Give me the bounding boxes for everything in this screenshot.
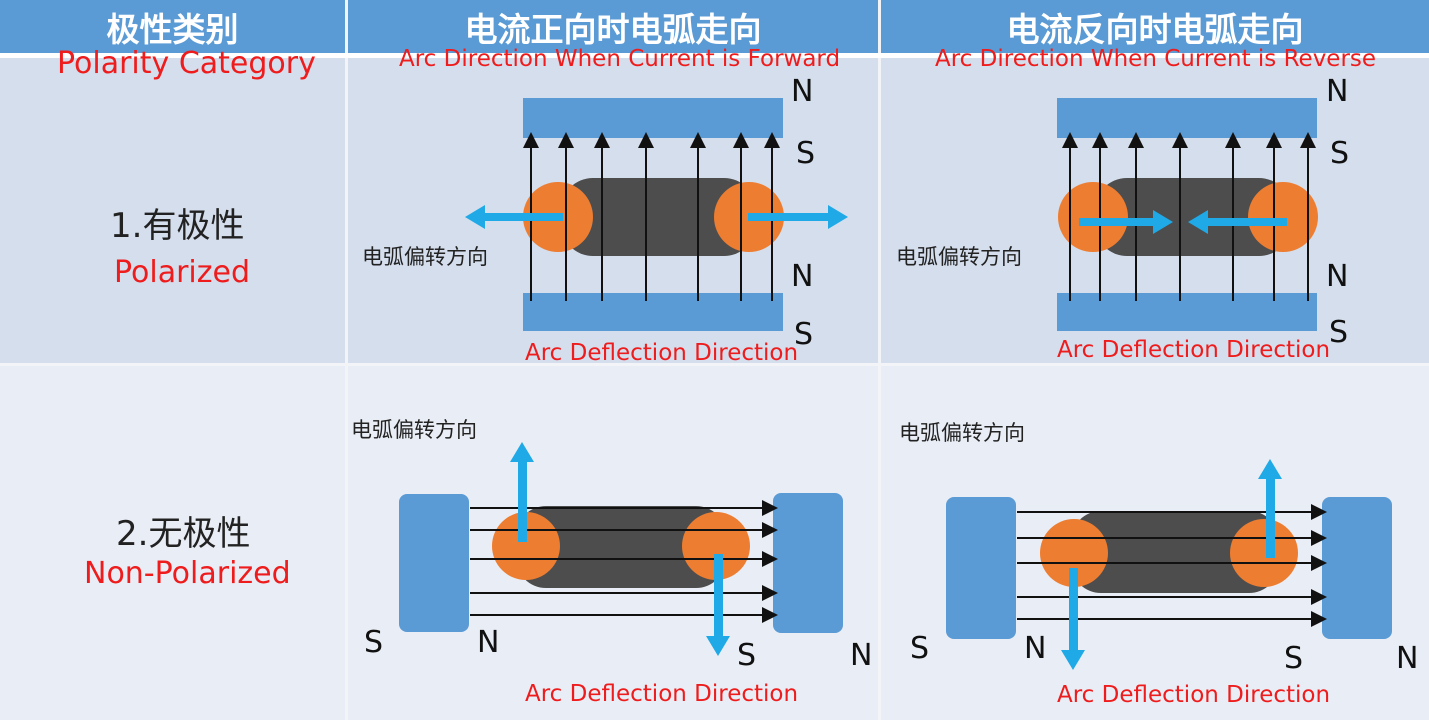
magnet-right-block — [1322, 497, 1392, 639]
deflection-arrow-inward-left — [1188, 210, 1287, 234]
arc-spot-left — [1040, 519, 1108, 587]
header-forward-current: 电流正向时电弧走向 — [348, 0, 878, 53]
arc-body — [1095, 178, 1291, 256]
arc-deflection-label-en: Arc Deflection Direction — [1057, 337, 1330, 363]
magnet-left-block — [399, 494, 469, 632]
deflection-arrow-up — [1258, 459, 1282, 558]
magnet-left-block — [946, 497, 1016, 639]
header-reverse-current: 电流反向时电弧走向 — [881, 0, 1429, 53]
arc-deflection-label-cn: 电弧偏转方向 — [362, 245, 488, 269]
magnetic-field-lines — [1017, 504, 1327, 627]
arc-spot-right — [1230, 519, 1298, 587]
pole-s-left: S — [910, 631, 929, 666]
nonpolarized-reverse-diagram: 电弧偏转方向 S N S N Arc Deflection Direction — [899, 421, 1418, 708]
header-polarity-category-text: 极性类别 — [106, 9, 239, 49]
arc-body — [516, 506, 726, 588]
row1-label: 1.有极性 — [110, 206, 245, 246]
pole-n-top: N — [791, 74, 813, 109]
pole-n-bottom: N — [791, 259, 813, 294]
pole-s-top: S — [1330, 136, 1349, 171]
arc-body — [1071, 511, 1279, 593]
deflection-arrow-down — [706, 554, 730, 656]
deflection-arrow-inward-right — [1079, 210, 1173, 234]
pole-n-right: N — [850, 638, 872, 673]
arc-deflection-label-cn: 电弧偏转方向 — [899, 421, 1025, 445]
header-polarity-category-translation: Polarity Category — [57, 46, 316, 81]
arc-spot-right — [1248, 182, 1318, 252]
nonpolarized-forward-diagram: 电弧偏转方向 S N S N Arc Deflection Direction — [351, 418, 872, 707]
header-divider — [0, 53, 1429, 58]
polarized-reverse-diagram: 电弧偏转方向 N S N S Arc Deflection Direction — [896, 74, 1349, 363]
magnet-top-plate — [523, 98, 783, 138]
row1-translation: Polarized — [114, 255, 251, 290]
header-polarity-category: 极性类别 — [0, 0, 345, 53]
arc-deflection-label-cn: 电弧偏转方向 — [351, 418, 477, 442]
arc-deflection-label-en: Arc Deflection Direction — [525, 340, 798, 363]
pole-s-bottom: S — [1329, 315, 1348, 350]
arc-spot-left — [1058, 182, 1128, 252]
pole-n-left: N — [477, 625, 499, 660]
magnet-bottom-plate — [523, 293, 783, 331]
pole-n-bottom: N — [1326, 259, 1348, 294]
magnet-right-block — [773, 493, 843, 633]
magnet-bottom-plate — [1057, 293, 1317, 331]
pole-n-right: N — [1396, 641, 1418, 676]
pole-s-top: S — [796, 136, 815, 171]
pole-s-right: S — [737, 638, 756, 673]
pole-s-bottom: S — [794, 317, 813, 352]
arc-deflection-label-en: Arc Deflection Direction — [1057, 682, 1330, 708]
deflection-arrow-up — [510, 442, 534, 542]
row2-label-cell — [0, 366, 345, 720]
pole-s-left: S — [364, 625, 383, 660]
pole-s-right: S — [1284, 641, 1303, 676]
polarized-forward-diagram: 电弧偏转方向 N S N S Arc Deflection Direction — [362, 74, 848, 363]
header-reverse-current-text: 电流反向时电弧走向 — [1006, 9, 1304, 49]
row1-label-cell — [0, 58, 345, 363]
arc-deflection-label-en: Arc Deflection Direction — [525, 681, 798, 707]
header-reverse-current-translation: Arc Direction When Current is Reverse — [935, 46, 1377, 72]
deflection-arrow-left — [465, 205, 563, 229]
header-forward-current-text: 电流正向时电弧走向 — [464, 9, 762, 49]
deflection-arrow-down — [1061, 568, 1085, 670]
magnetic-field-lines — [1062, 132, 1316, 301]
header-forward-current-translation: Arc Direction When Current is Forward — [399, 46, 841, 72]
pole-n-left: N — [1024, 631, 1046, 666]
arc-body — [561, 178, 756, 256]
magnet-top-plate — [1057, 98, 1317, 138]
deflection-arrow-right — [748, 205, 848, 229]
row2-label: 2.无极性 — [116, 514, 251, 554]
pole-n-top: N — [1326, 74, 1348, 109]
row2-translation: Non-Polarized — [84, 556, 291, 591]
arc-deflection-label-cn: 电弧偏转方向 — [896, 245, 1022, 269]
